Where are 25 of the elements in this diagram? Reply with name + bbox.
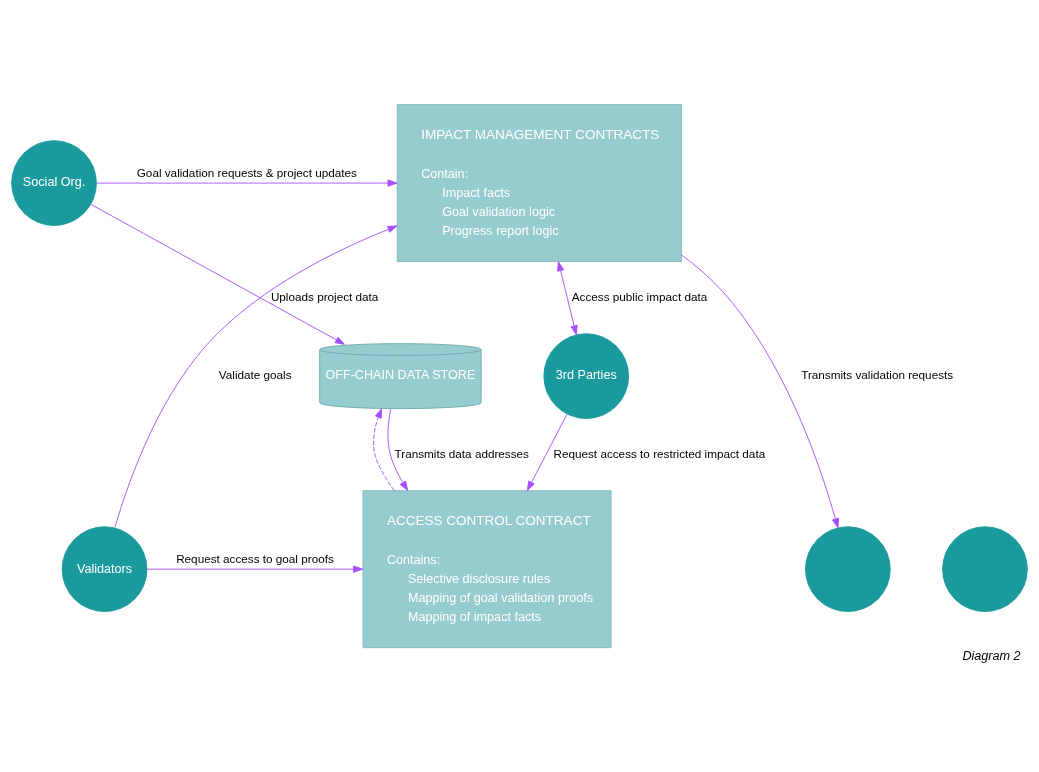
arrow — [146, 565, 364, 573]
arrow — [557, 260, 578, 335]
edge-label: Validate goals — [218, 367, 292, 381]
arrow — [387, 408, 409, 491]
arrow — [373, 407, 395, 491]
edge-label: Request access to restricted impact data — [553, 446, 766, 460]
arrow — [96, 179, 398, 187]
node-circle: Validators — [61, 525, 148, 612]
arrow — [90, 203, 345, 345]
arrow — [114, 225, 398, 528]
node-box: IMPACT MANAGEMENT CONTRACTS Contain: Impact facts Goal validation logic Progress report logic — [396, 103, 682, 262]
edge-label: Transmits data addresses — [394, 446, 529, 460]
edge-label: Transmits validation requests — [801, 367, 954, 381]
arrow — [681, 253, 839, 528]
node-circle: 3rd Parties — [543, 332, 630, 419]
node-circle — [805, 525, 891, 612]
edge-label: Request access to goal proofs — [176, 551, 334, 565]
node-circle: Social Org. — [11, 139, 97, 226]
edge-label: Goal validation requests & project updates — [136, 165, 357, 179]
node-box: ACCESS CONTROL CONTRACT Contains: Selective disclosure rules Mapping of goal validation proofs Mapping of impact facts — [362, 489, 612, 648]
caption: Diagram 2 — [962, 648, 1021, 663]
arrow — [526, 413, 568, 491]
edge-label: Access public impact data — [571, 289, 708, 303]
node-circle — [942, 525, 1028, 612]
edge-label: Uploads project data — [270, 289, 379, 303]
